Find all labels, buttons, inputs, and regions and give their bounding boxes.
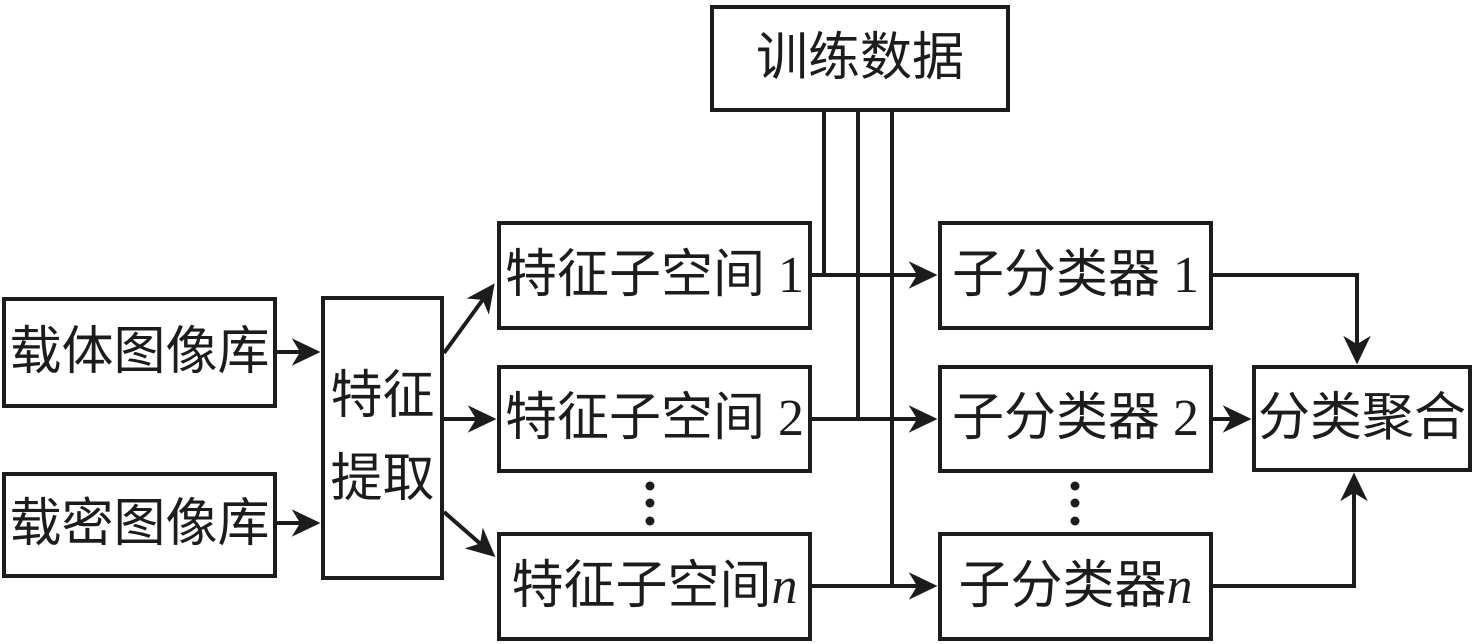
node-classification-aggregation-label: 分类聚合	[1257, 389, 1466, 447]
node-cover-image-library: 载体图像库	[2, 297, 277, 408]
node-sub-classifier-1-label: 子分类器 1	[951, 246, 1199, 304]
node-sub-classifier-n: 子分类器 n	[938, 532, 1213, 641]
node-feature-subspace-n: 特征子空间 n	[497, 532, 812, 641]
node-feature-subspace-2-label: 特征子空间 2	[504, 390, 804, 448]
node-stego-image-library-label: 载密图像库	[9, 496, 270, 554]
node-sub-classifier-2: 子分类器 2	[938, 365, 1213, 473]
node-sub-classifier-n-label: 子分类器	[958, 557, 1167, 615]
node-sub-classifier-2-label: 子分类器 2	[951, 390, 1199, 448]
node-feature-subspace-n-label: 特征子空间	[511, 557, 772, 615]
node-feature-subspace-1-label: 特征子空间 1	[504, 246, 804, 304]
node-feature-subspace-1: 特征子空间 1	[497, 221, 812, 330]
node-cover-image-library-label: 载体图像库	[9, 323, 270, 381]
arrow-classifierN-to-aggregation	[1212, 472, 1368, 588]
node-feature-extraction-label-line2: 提取	[330, 451, 435, 508]
node-sub-classifier-n-variable: n	[1166, 557, 1193, 615]
arrow-feature-to-subspaceN	[442, 510, 496, 557]
node-sub-classifier-1: 子分类器 1	[938, 221, 1213, 330]
node-classification-aggregation: 分类聚合	[1252, 365, 1472, 472]
vertical-ellipsis-classifiers	[1070, 481, 1080, 526]
node-training-data-label: 训练数据	[755, 29, 964, 87]
node-feature-subspace-2: 特征子空间 2	[497, 365, 812, 473]
node-training-data: 训练数据	[710, 5, 1010, 112]
vertical-ellipsis-subspaces	[645, 481, 655, 526]
node-feature-extraction: 特征 提取	[321, 296, 444, 580]
arrow-feature-to-subspace1	[442, 283, 495, 355]
node-feature-subspace-n-variable: n	[771, 557, 798, 615]
arrow-classifier1-to-aggregation	[1212, 273, 1371, 365]
node-feature-extraction-label-line1: 特征	[330, 367, 435, 425]
node-stego-image-library: 载密图像库	[2, 472, 277, 578]
